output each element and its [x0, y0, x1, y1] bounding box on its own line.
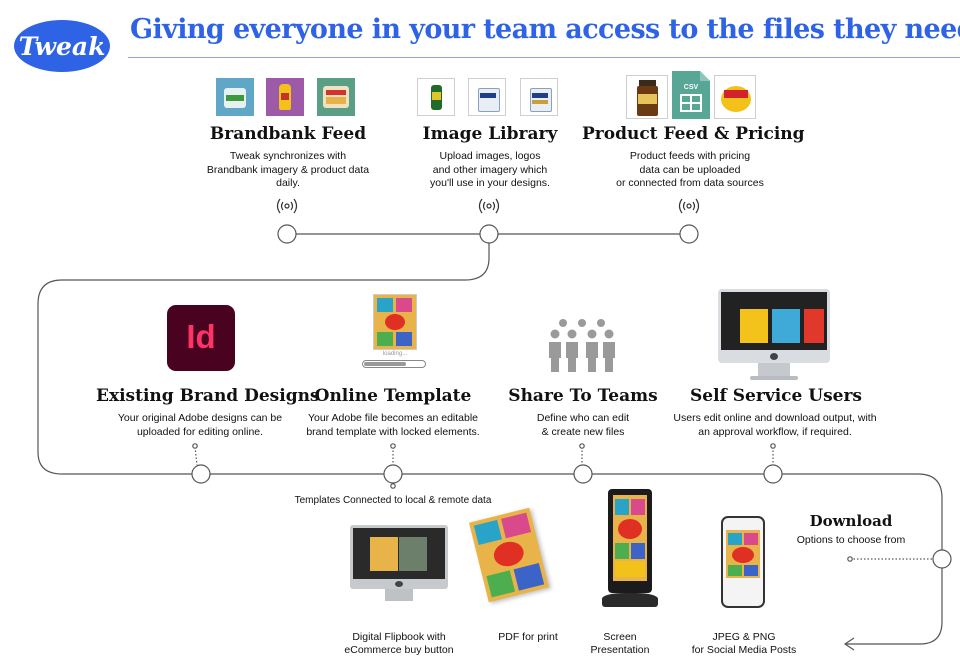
download-title: Download: [809, 512, 893, 530]
library-image-3: [520, 78, 558, 116]
download-subtitle: Options to choose from: [796, 534, 906, 546]
monitor-base: [750, 376, 798, 380]
source-desc-image-library: Upload images, logos and other imagery w…: [430, 150, 550, 189]
csv-file-icon: CSV: [672, 71, 710, 119]
csv-label: CSV: [684, 84, 699, 91]
step-title-self-service: Self Service Users: [690, 386, 862, 406]
templates-connected-note: Templates Connected to local & remote da…: [294, 495, 492, 506]
tweak-logo: Tweak: [10, 14, 114, 74]
source-title-image-library: Image Library: [422, 124, 558, 144]
product-feed-image: [626, 75, 668, 119]
signal-icon: [676, 196, 702, 220]
title-divider: [128, 57, 960, 58]
step-desc-share-teams: Define who can edit & create new files: [536, 412, 630, 438]
node-self-service: [763, 464, 783, 484]
step-desc-online-template: Your Adobe file becomes an editable bran…: [306, 412, 480, 438]
output-label-pdf: PDF for print: [498, 631, 558, 643]
desktop-monitor-image: [718, 289, 830, 363]
template-preview-image: [373, 294, 417, 350]
node-online-template: [383, 464, 403, 484]
signal-icon: [274, 196, 300, 220]
pricing-product-image: [714, 75, 756, 119]
output-label-flipbook: Digital Flipbook with eCommerce buy butt…: [344, 631, 454, 656]
source-desc-product-feed: Product feeds with pricing data can be u…: [616, 150, 764, 189]
loading-label: loading...: [382, 351, 408, 357]
source-desc-brandbank: Tweak synchronizes with Brandbank imager…: [206, 150, 370, 189]
node-product-feed: [679, 224, 699, 244]
signal-icon: [476, 196, 502, 220]
source-title-brandbank: Brandbank Feed: [209, 124, 367, 144]
flipbook-monitor-image: [350, 525, 448, 589]
node-existing-designs: [191, 464, 211, 484]
node-image-library: [479, 224, 499, 244]
node-share-teams: [573, 464, 593, 484]
brandbank-product-image-2: [266, 78, 304, 116]
flipbook-monitor-stand: [385, 589, 413, 601]
brandbank-product-image-1: [216, 78, 254, 116]
step-title-share-teams: Share To Teams: [508, 386, 658, 406]
node-download: [932, 549, 952, 569]
indesign-icon-text: Id: [186, 318, 216, 355]
monitor-stand: [758, 363, 790, 377]
step-title-online-template: Online Template: [314, 386, 472, 406]
source-title-product-feed: Product Feed & Pricing: [582, 124, 805, 144]
kiosk-screen-image: [608, 489, 652, 593]
node-brandbank: [277, 224, 297, 244]
library-image-2: [468, 78, 506, 116]
phone-social-image: [721, 516, 765, 608]
logo-text: Tweak: [19, 32, 106, 61]
indesign-icon: Id: [167, 305, 235, 371]
output-label-screen: Screen Presentation: [590, 631, 650, 656]
step-desc-existing-designs: Your original Adobe designs can be uploa…: [117, 412, 283, 438]
step-desc-self-service: Users edit online and download output, w…: [673, 412, 877, 438]
team-people-icon: [548, 318, 616, 378]
step-title-existing-designs: Existing Brand Designs: [96, 386, 320, 406]
kiosk-base: [602, 593, 658, 607]
page-title: Giving everyone in your team access to t…: [130, 14, 960, 45]
library-image-1: [417, 78, 455, 116]
output-label-jpeg-png: JPEG & PNG for Social Media Posts: [691, 631, 797, 656]
brandbank-product-image-3: [317, 78, 355, 116]
loading-progress-bar: [362, 360, 426, 368]
